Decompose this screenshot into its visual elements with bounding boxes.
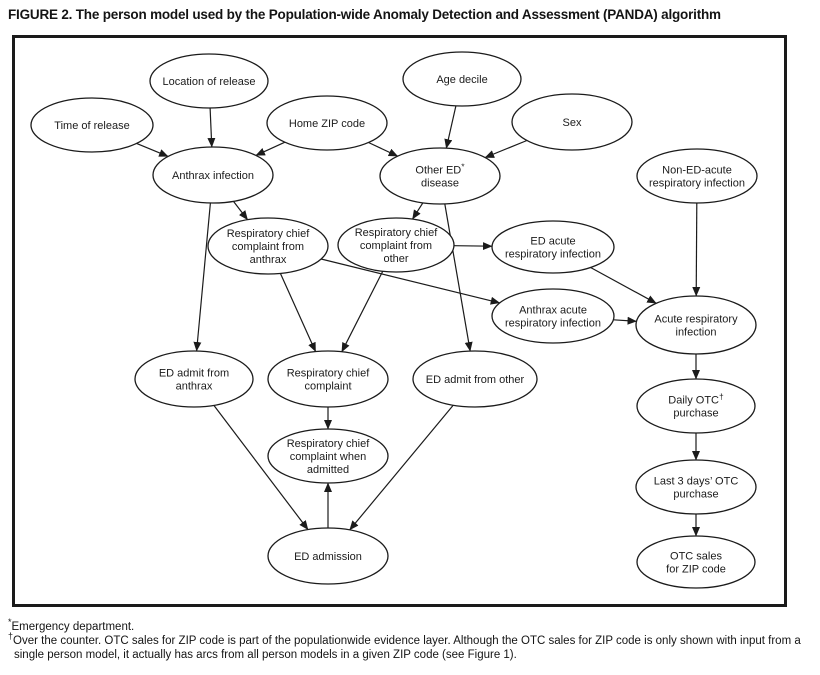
node-home-zip-code bbox=[266, 95, 388, 151]
footnote-asterisk-marker: * bbox=[8, 617, 12, 628]
node-age-decile bbox=[402, 51, 522, 107]
edge-ed-admit-from-anthrax-to-ed-admission bbox=[213, 405, 309, 530]
footnotes: *Emergency department. †Over the counter… bbox=[8, 617, 812, 662]
edge-time-of-release-to-anthrax-infection bbox=[136, 142, 169, 157]
node-ed-admit-from-anthrax bbox=[134, 350, 254, 408]
node-time-of-release-label: Time of release bbox=[54, 120, 129, 132]
footnote-asterisk-text: Emergency department. bbox=[11, 621, 135, 633]
edge-sex-to-other-ed-disease bbox=[484, 139, 528, 159]
edge-rcc-from-anthrax-to-anthrax-acute-respiratory-infection bbox=[320, 258, 501, 305]
node-ed-admit-from-other bbox=[412, 350, 538, 408]
edge-anthrax-acute-respiratory-infection-to-acute-respiratory-infection bbox=[613, 316, 637, 325]
node-anthrax-infection bbox=[152, 146, 274, 204]
edges-layer bbox=[136, 105, 701, 537]
node-anthrax-infection-label: Anthrax infection bbox=[172, 170, 254, 182]
node-location-of-release-label: Location of release bbox=[163, 76, 256, 88]
node-ed-admission-label: ED admission bbox=[294, 551, 362, 563]
edge-anthrax-infection-to-ed-admit-from-anthrax bbox=[193, 202, 211, 352]
node-anthrax-acute-respiratory-infection bbox=[491, 288, 615, 344]
node-ed-admission bbox=[267, 527, 389, 585]
edge-other-ed-disease-to-rcc-from-other bbox=[411, 202, 424, 220]
node-ed-acute-respiratory-infection bbox=[491, 220, 615, 274]
node-sex-label: Sex bbox=[563, 117, 582, 129]
edge-home-zip-code-to-other-ed-disease bbox=[368, 141, 399, 157]
node-rcc-from-other bbox=[337, 217, 455, 273]
edge-ed-admit-from-other-to-ed-admission bbox=[349, 404, 454, 531]
edge-ed-acute-respiratory-infection-to-acute-respiratory-infection bbox=[590, 266, 657, 304]
node-daily-otc-purchase-label: Daily OTC†purchase bbox=[668, 391, 724, 419]
node-ed-admit-from-other-label: ED admit from other bbox=[426, 374, 525, 386]
edge-home-zip-code-to-anthrax-infection bbox=[255, 141, 286, 156]
node-other-ed-disease-label: Other ED*disease bbox=[415, 161, 465, 189]
edge-rcc-from-other-to-respiratory-chief-complaint bbox=[341, 271, 384, 353]
edge-anthrax-infection-to-rcc-from-anthrax bbox=[232, 200, 249, 221]
node-age-decile-label: Age decile bbox=[436, 74, 487, 86]
edge-location-of-release-to-anthrax-infection bbox=[207, 107, 216, 148]
edge-rcc-from-anthrax-to-respiratory-chief-complaint bbox=[279, 273, 317, 353]
node-location-of-release bbox=[149, 53, 269, 109]
edge-age-decile-to-other-ed-disease bbox=[444, 105, 457, 149]
node-other-ed-disease bbox=[379, 147, 501, 205]
node-daily-otc-purchase bbox=[636, 378, 756, 434]
footnote-over-the-counter: †Over the counter. OTC sales for ZIP cod… bbox=[8, 631, 812, 662]
node-time-of-release bbox=[30, 97, 154, 153]
node-respiratory-chief-complaint bbox=[267, 350, 389, 408]
node-last-3-days-otc-purchase bbox=[635, 459, 757, 515]
node-sex bbox=[511, 93, 633, 151]
node-rcc-from-anthrax bbox=[207, 217, 329, 275]
node-otc-sales-for-zip-code bbox=[636, 535, 756, 589]
edge-rcc-from-other-to-ed-acute-respiratory-infection bbox=[453, 242, 493, 251]
node-rcc-when-admitted bbox=[267, 428, 389, 484]
node-non-ed-acute-respiratory-infection bbox=[636, 148, 758, 204]
footnote-dagger-marker: † bbox=[8, 631, 14, 642]
footnote-emergency-department: *Emergency department. bbox=[8, 617, 812, 634]
node-acute-respiratory-infection bbox=[635, 295, 757, 355]
edge-non-ed-acute-respiratory-infection-to-acute-respiratory-infection bbox=[692, 202, 701, 297]
figure-title: FIGURE 2. The person model used by the P… bbox=[8, 7, 721, 22]
node-home-zip-code-label: Home ZIP code bbox=[289, 118, 365, 130]
edge-other-ed-disease-to-ed-admit-from-other bbox=[444, 203, 473, 352]
footnote-dagger-text: Over the counter. OTC sales for ZIP code… bbox=[13, 635, 801, 661]
